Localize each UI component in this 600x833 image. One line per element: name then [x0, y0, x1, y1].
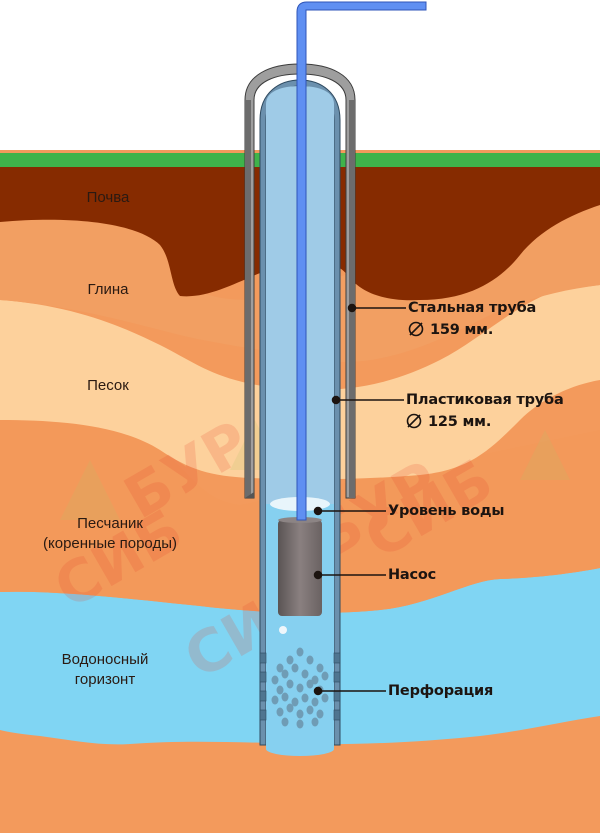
- callout-leaders: [313, 303, 406, 696]
- layer-label-sandstone-line2: (коренные породы): [43, 535, 177, 552]
- plastic-pipe-size-row: 125 мм.: [406, 411, 564, 433]
- layer-label-aquifer: Водоносный горизонт: [30, 650, 180, 690]
- layer-label-sand: Песок: [87, 377, 129, 394]
- layer-label-aquifer-line1: Водоносный: [61, 651, 149, 668]
- pump: [278, 517, 322, 616]
- steel-pipe-title: Стальная труба: [408, 300, 537, 316]
- steel-pipe-size: 159 мм.: [430, 322, 494, 338]
- layer-label-soil: Почва: [86, 189, 130, 206]
- steel-pipe: [244, 63, 356, 499]
- diameter-icon: [406, 413, 422, 429]
- callout-pump: Насос: [388, 567, 437, 583]
- callout-steel-pipe: Стальная труба 159 мм.: [408, 297, 536, 341]
- steel-pipe-size-row: 159 мм.: [408, 319, 536, 341]
- air-bubble: [279, 626, 287, 634]
- callout-perforation: Перфорация: [388, 683, 494, 699]
- sand-layer: [0, 285, 600, 480]
- diameter-icon: [408, 321, 424, 337]
- layer-label-sandstone: Песчаник (коренные породы): [10, 514, 210, 554]
- layer-label-aquifer-line2: горизонт: [74, 671, 136, 688]
- pipe-bottom: [266, 742, 334, 756]
- layer-label-clay: Глина: [87, 281, 129, 298]
- clay-layer: [0, 200, 600, 362]
- perforation-dots: [271, 647, 329, 729]
- perforation-slots: [259, 652, 341, 721]
- hose: [296, 1, 427, 521]
- layer-label-sandstone-line1: Песчаник: [77, 515, 143, 532]
- plastic-pipe-size: 125 мм.: [428, 414, 492, 430]
- plastic-pipe-title: Пластиковая труба: [406, 392, 564, 408]
- callout-plastic-pipe: Пластиковая труба 125 мм.: [406, 389, 564, 433]
- callout-water-level: Уровень воды: [388, 503, 505, 519]
